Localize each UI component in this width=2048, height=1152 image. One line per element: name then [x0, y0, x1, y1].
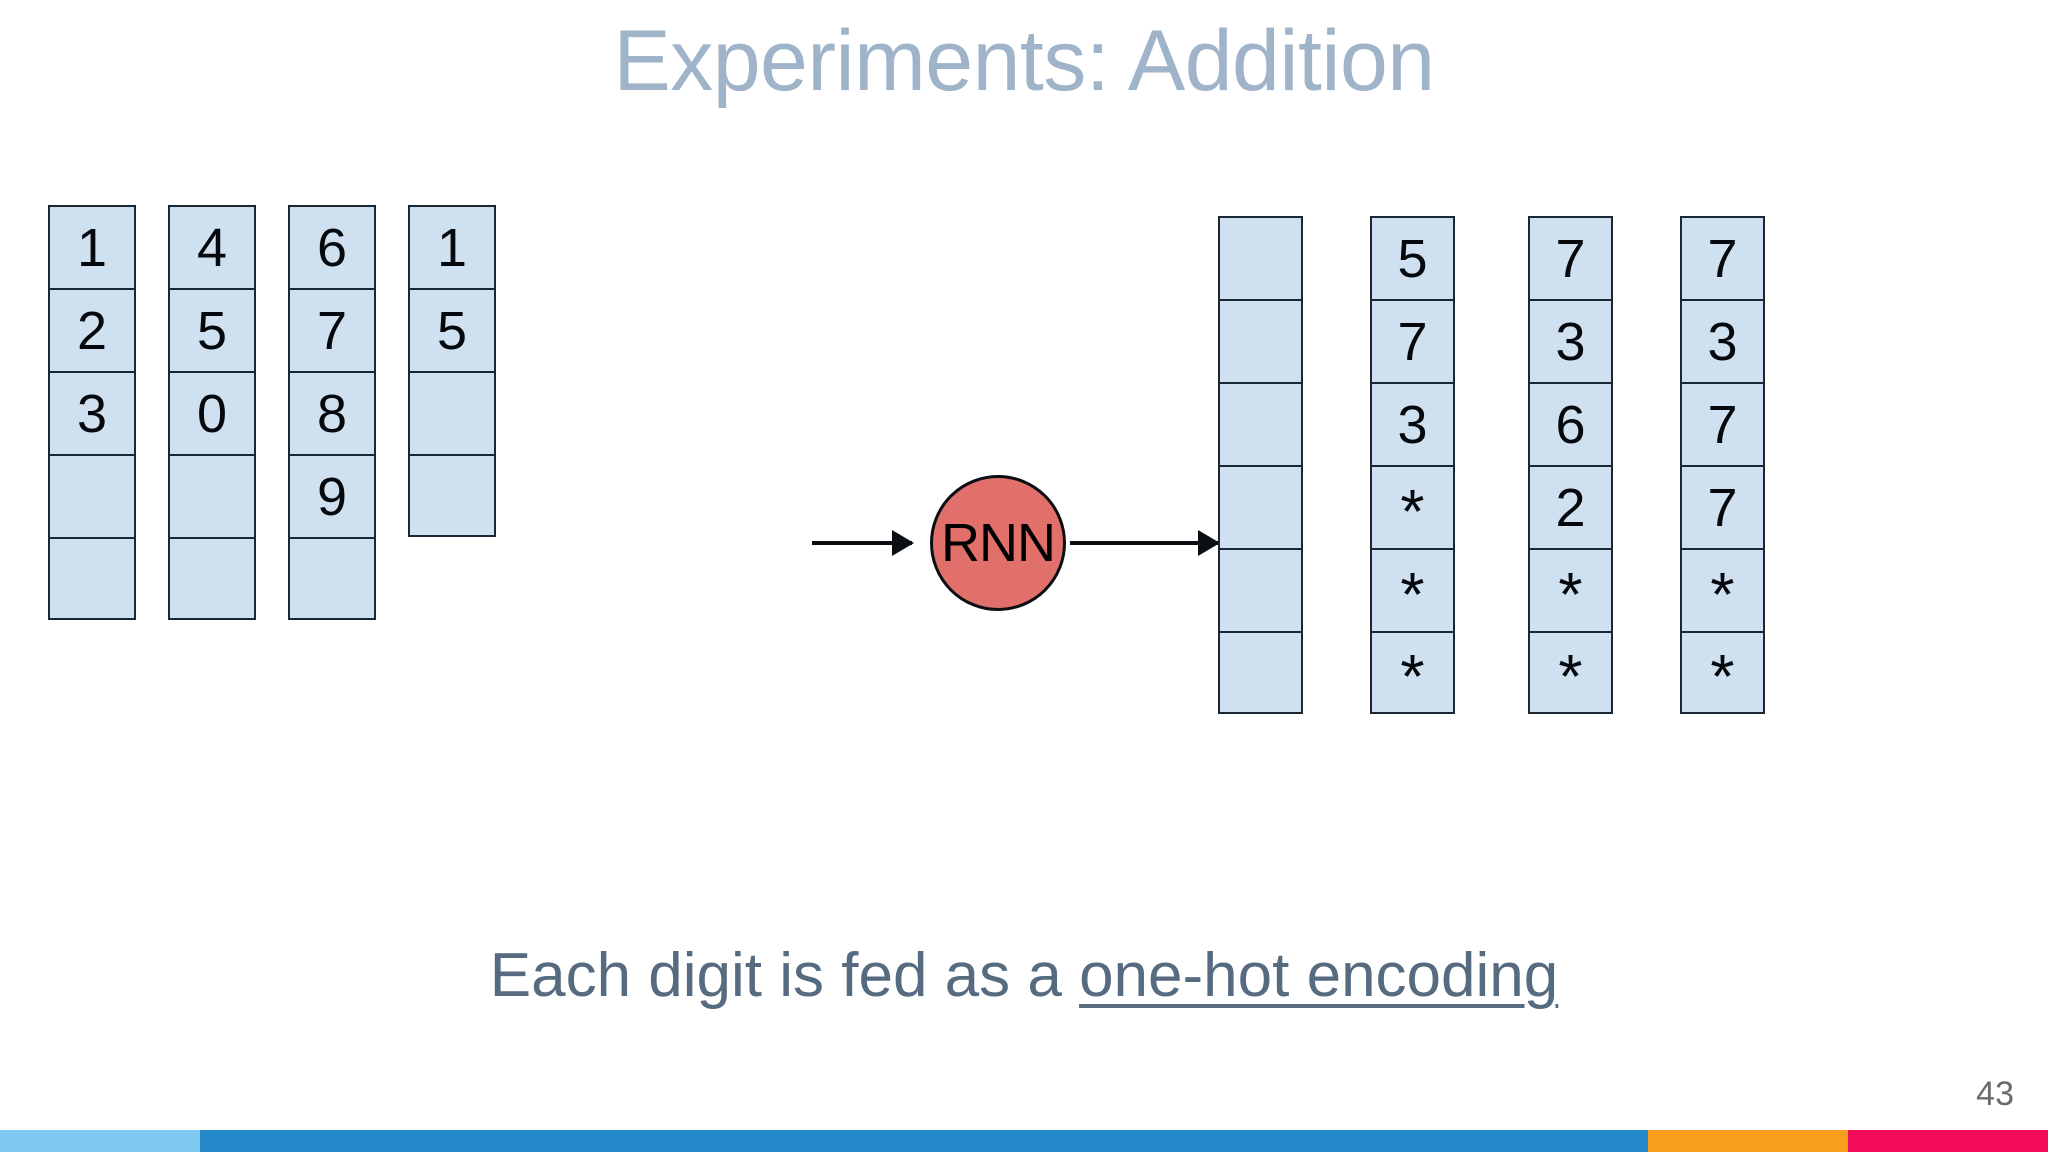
rnn-node-label: RNN	[941, 513, 1056, 573]
cell-value: 6	[288, 205, 376, 288]
cell-value: *	[1528, 548, 1613, 631]
cell-empty	[1218, 548, 1303, 631]
cell-value: 4	[168, 205, 256, 288]
cell-empty	[168, 454, 256, 537]
caption-emphasis: one-hot encoding	[1079, 941, 1559, 1010]
cell-empty	[1218, 465, 1303, 548]
bottom-color-bar	[0, 1130, 2048, 1152]
cell-value: 3	[1370, 382, 1455, 465]
cell-value: 2	[1528, 465, 1613, 548]
cell-value: 5	[1370, 216, 1455, 299]
cell-value: 5	[168, 288, 256, 371]
caption-prefix: Each digit is fed as a	[489, 941, 1080, 1010]
slide-caption: Each digit is fed as a one-hot encoding	[0, 940, 2048, 1011]
cell-value: 3	[1680, 299, 1765, 382]
cell-value: *	[1528, 631, 1613, 714]
cell-empty	[168, 537, 256, 620]
cell-value: *	[1370, 465, 1455, 548]
cell-value: *	[1370, 631, 1455, 714]
cell-empty	[408, 371, 496, 454]
cell-value: 6	[1528, 382, 1613, 465]
page-title: Experiments: Addition	[613, 13, 1435, 109]
asterisk-glyph: *	[1558, 643, 1583, 713]
asterisk-glyph: *	[1558, 561, 1583, 631]
cell-value: 7	[1680, 382, 1765, 465]
cell-value: 7	[1680, 465, 1765, 548]
input-arrow	[812, 541, 912, 545]
asterisk-glyph: *	[1400, 561, 1425, 631]
bar-segment-light-blue	[0, 1130, 200, 1152]
output-column-1	[1218, 216, 1303, 714]
rnn-node: RNN	[930, 475, 1066, 611]
cell-value: 5	[408, 288, 496, 371]
cell-value: 7	[1370, 299, 1455, 382]
cell-empty	[408, 454, 496, 537]
asterisk-glyph: *	[1710, 561, 1735, 631]
bar-segment-blue	[200, 1130, 1648, 1152]
asterisk-glyph: *	[1400, 643, 1425, 713]
cell-value: 3	[1528, 299, 1613, 382]
cell-value: 0	[168, 371, 256, 454]
bar-segment-pink	[1848, 1130, 2048, 1152]
cell-value: 7	[1528, 216, 1613, 299]
cell-value: 1	[48, 205, 136, 288]
cell-value: *	[1680, 631, 1765, 714]
cell-empty	[288, 537, 376, 620]
cell-value: 1	[408, 205, 496, 288]
cell-empty	[1218, 216, 1303, 299]
cell-value: 7	[288, 288, 376, 371]
cell-value: 7	[1680, 216, 1765, 299]
page-number: 43	[1976, 1075, 2014, 1113]
cell-value: 8	[288, 371, 376, 454]
asterisk-glyph: *	[1400, 478, 1425, 548]
cell-value: 9	[288, 454, 376, 537]
cell-value: 2	[48, 288, 136, 371]
cell-empty	[48, 537, 136, 620]
cell-empty	[1218, 382, 1303, 465]
cell-value: *	[1370, 548, 1455, 631]
cell-value: *	[1680, 548, 1765, 631]
cell-empty	[1218, 299, 1303, 382]
cell-empty	[1218, 631, 1303, 714]
cell-value: 3	[48, 371, 136, 454]
output-arrow	[1070, 541, 1218, 545]
cell-empty	[48, 454, 136, 537]
asterisk-glyph: *	[1710, 643, 1735, 713]
bar-segment-orange	[1648, 1130, 1848, 1152]
